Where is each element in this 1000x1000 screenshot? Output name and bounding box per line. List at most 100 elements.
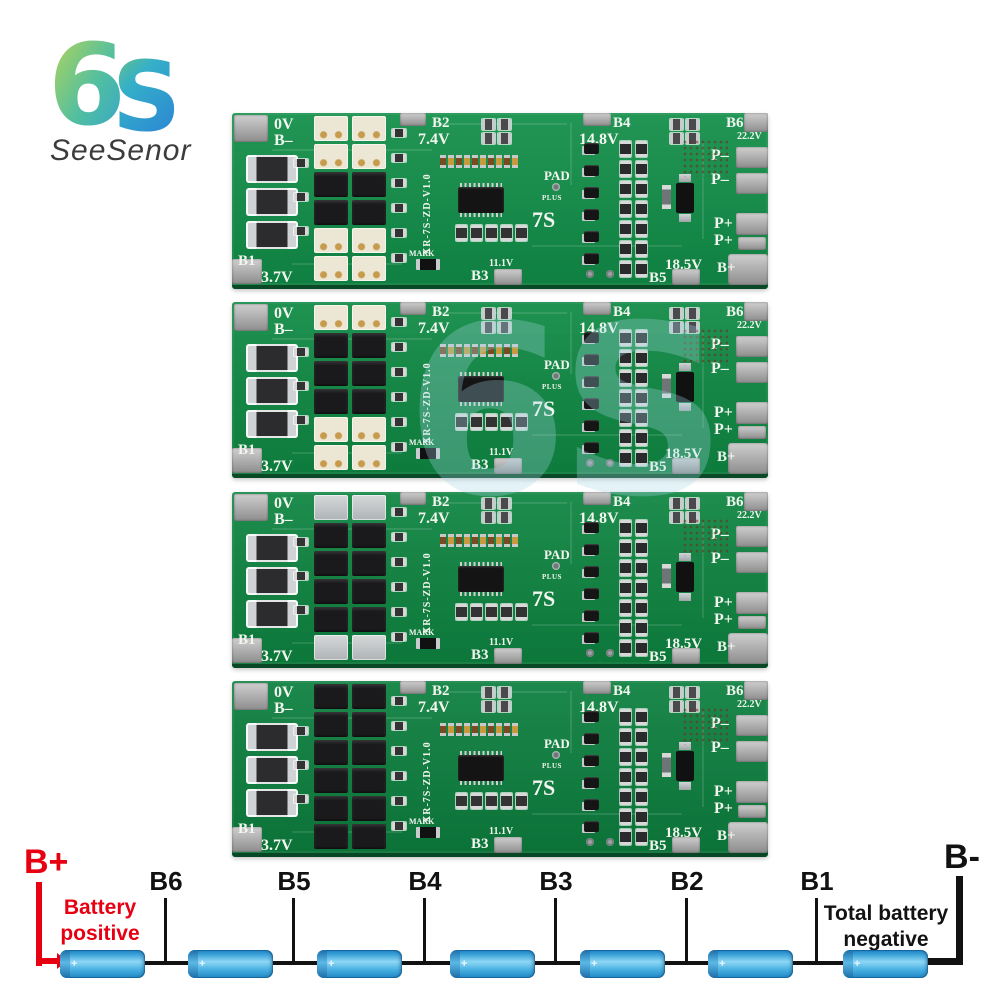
- smd-row: [456, 604, 527, 620]
- smd-row: [456, 225, 527, 241]
- label-bplus: B+: [717, 828, 736, 844]
- mosfet: [352, 635, 386, 660]
- solder-pad-pminus: [736, 147, 768, 168]
- transistor: [584, 442, 599, 453]
- capacitor-group: [482, 308, 514, 333]
- capacitor-group: [482, 498, 514, 523]
- mosfet: [314, 445, 348, 470]
- label-18v5: 18.5V: [665, 636, 703, 652]
- smd-component: [294, 795, 308, 803]
- smd-component: [498, 119, 511, 130]
- via-hole: [606, 838, 614, 846]
- tap-wire: [423, 898, 426, 964]
- smd-component: [486, 414, 497, 430]
- diode: [416, 638, 440, 649]
- smd-component: [670, 133, 683, 144]
- smd-column: [294, 727, 308, 803]
- smd-component: [472, 723, 478, 736]
- label-0v: 0V: [274, 495, 294, 512]
- label-bplus: B+: [717, 260, 736, 276]
- smd-component: [620, 330, 647, 346]
- mosfet: [352, 712, 386, 737]
- mosfet: [314, 333, 348, 358]
- smd-component: [440, 344, 446, 357]
- smd-component: [482, 133, 495, 144]
- smd-component: [501, 793, 512, 809]
- label-pplus: P+: [714, 611, 733, 628]
- smd-component: [448, 534, 454, 547]
- seesenor-logo: 6 S SeeSenor: [48, 26, 268, 176]
- smd-row: [456, 414, 527, 430]
- solder-pad-bplus: [728, 633, 768, 664]
- solder-pad-bplus: [728, 254, 768, 285]
- tap-wire: [554, 898, 557, 964]
- solder-pad-b5: [672, 269, 700, 285]
- tap-wire: [815, 898, 818, 964]
- power-resistor: [246, 600, 298, 628]
- smd-column: [294, 159, 308, 235]
- transistor: [584, 143, 599, 154]
- smd-column: [392, 129, 406, 262]
- smd-component: [504, 155, 510, 168]
- solder-pad-pminus: [736, 715, 768, 736]
- label-18v5: 18.5V: [665, 257, 703, 273]
- output-component: [676, 742, 694, 790]
- balance-resistor-column: [620, 709, 647, 845]
- solder-pad-pminus: [736, 741, 768, 762]
- positive-wire: [36, 882, 42, 966]
- transistor: [584, 588, 599, 599]
- smd-component: [294, 348, 308, 356]
- balance-resistor-column: [620, 330, 647, 466]
- smd-component: [482, 498, 495, 509]
- smd-capacitor: [662, 374, 671, 398]
- smd-component: [498, 308, 511, 319]
- battery-cell: [580, 950, 665, 978]
- smd-component: [392, 697, 406, 705]
- mosfet: [352, 361, 386, 386]
- capacitor-group: [670, 687, 702, 712]
- label-b6: B6: [726, 115, 744, 131]
- smd-component: [464, 344, 470, 357]
- smd-component: [516, 793, 527, 809]
- smd-component: [686, 512, 699, 523]
- label-bplus: B+: [717, 449, 736, 465]
- solder-pad-pplus: [736, 781, 768, 803]
- smd-component: [504, 723, 510, 736]
- battery-negative-terminal-label: B-: [944, 838, 980, 876]
- smd-component: [620, 560, 647, 576]
- mosfet: [314, 824, 348, 849]
- pcb-trace: [702, 332, 704, 428]
- label-b1: B1: [238, 442, 256, 458]
- label-pad: PAD: [544, 168, 570, 183]
- smd-component: [620, 620, 647, 636]
- smd-component: [471, 793, 482, 809]
- power-resistor: [246, 723, 298, 751]
- smd-capacitor: [662, 185, 671, 209]
- resistor-array: [440, 534, 518, 547]
- bms-board-4: 0V B– B1 3.7V B2 7.4V B3 11.1V B4 14.8V …: [232, 681, 768, 857]
- smd-component: [488, 534, 494, 547]
- smd-component: [294, 382, 308, 390]
- capacitor-group: [670, 308, 702, 333]
- label-22v2: 22.2V: [737, 510, 762, 521]
- smd-component: [620, 201, 647, 217]
- via-hole: [552, 372, 560, 380]
- smd-component: [498, 701, 511, 712]
- label-3v7: 3.7V: [261, 269, 293, 286]
- label-11v1: 11.1V: [489, 826, 514, 837]
- smd-component: [686, 498, 699, 509]
- power-resistor: [246, 344, 298, 372]
- smd-component: [456, 793, 467, 809]
- solder-pad-b6: [744, 492, 768, 511]
- smd-component: [686, 687, 699, 698]
- label-b6: B6: [726, 494, 744, 510]
- smd-component: [392, 558, 406, 566]
- mosfet: [314, 417, 348, 442]
- ic-chip: [458, 751, 504, 785]
- label-b4: B4: [613, 304, 631, 320]
- mosfet: [314, 635, 348, 660]
- mosfet: [314, 579, 348, 604]
- transistor: [584, 821, 599, 832]
- resistor-array: [440, 344, 518, 357]
- mosfet: [352, 768, 386, 793]
